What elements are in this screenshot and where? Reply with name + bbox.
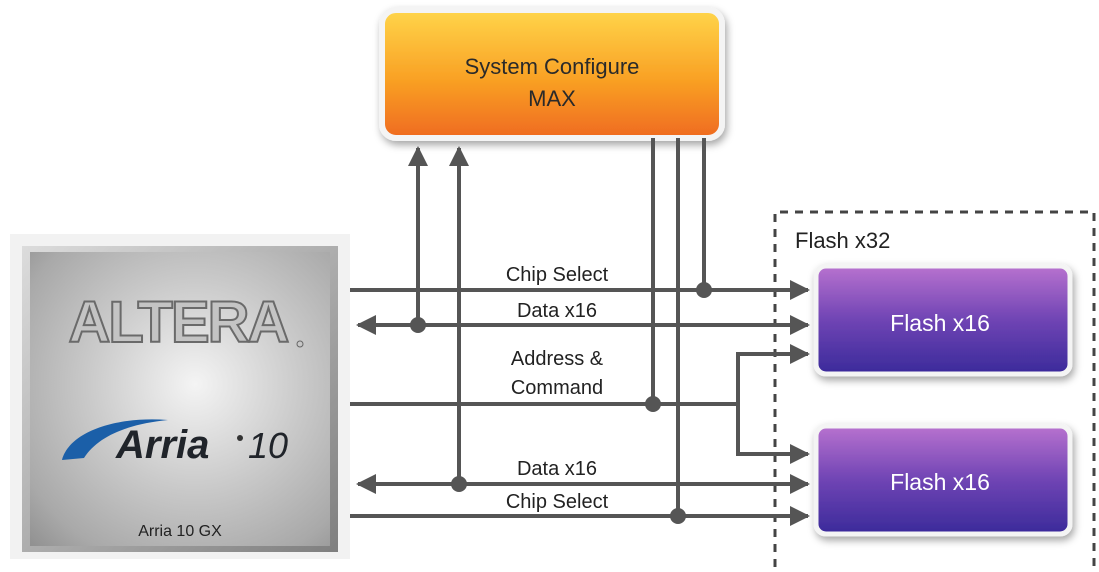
chip-select-bottom-label: Chip Select	[506, 491, 609, 513]
junction-dot-icon	[670, 508, 686, 524]
arria-swoosh-icon	[62, 419, 168, 460]
junction-dot-icon	[645, 396, 661, 412]
max-box-title-line1: System Configure	[465, 54, 640, 79]
altera-logo: ALTERA	[69, 290, 289, 355]
address-label-line2: Command	[511, 377, 603, 399]
max-box: System Configure MAX	[379, 7, 725, 141]
junction-dot-icon	[410, 317, 426, 333]
junctions	[410, 282, 712, 524]
signal-lines	[350, 280, 810, 526]
fpga-caption: Arria 10 GX	[138, 523, 222, 540]
flash-chip-top: Flash x16	[813, 263, 1073, 377]
flash-chip-bottom: Flash x16	[813, 423, 1073, 537]
data-top-label: Data x16	[517, 300, 597, 322]
arria-logo: Arria	[115, 423, 209, 467]
junction-dot-icon	[451, 476, 467, 492]
flash-group-label: Flash x32	[795, 228, 890, 253]
max-box-title-line2: MAX	[528, 86, 576, 111]
address-label-line1: Address &	[511, 348, 604, 370]
flash-bottom-label: Flash x16	[890, 469, 990, 495]
fpga-chip: ALTERA Arria 10 Arria 10 GX	[10, 234, 350, 559]
flash-top-label: Flash x16	[890, 310, 990, 336]
chip-select-top-label: Chip Select	[506, 264, 609, 286]
junction-dot-icon	[696, 282, 712, 298]
flash-group: Flash x32	[773, 210, 1096, 567]
address-line-bottom	[736, 404, 810, 464]
arria-number: 10	[248, 425, 288, 466]
address-line-top	[350, 344, 810, 406]
data-bottom-label: Data x16	[517, 458, 597, 480]
